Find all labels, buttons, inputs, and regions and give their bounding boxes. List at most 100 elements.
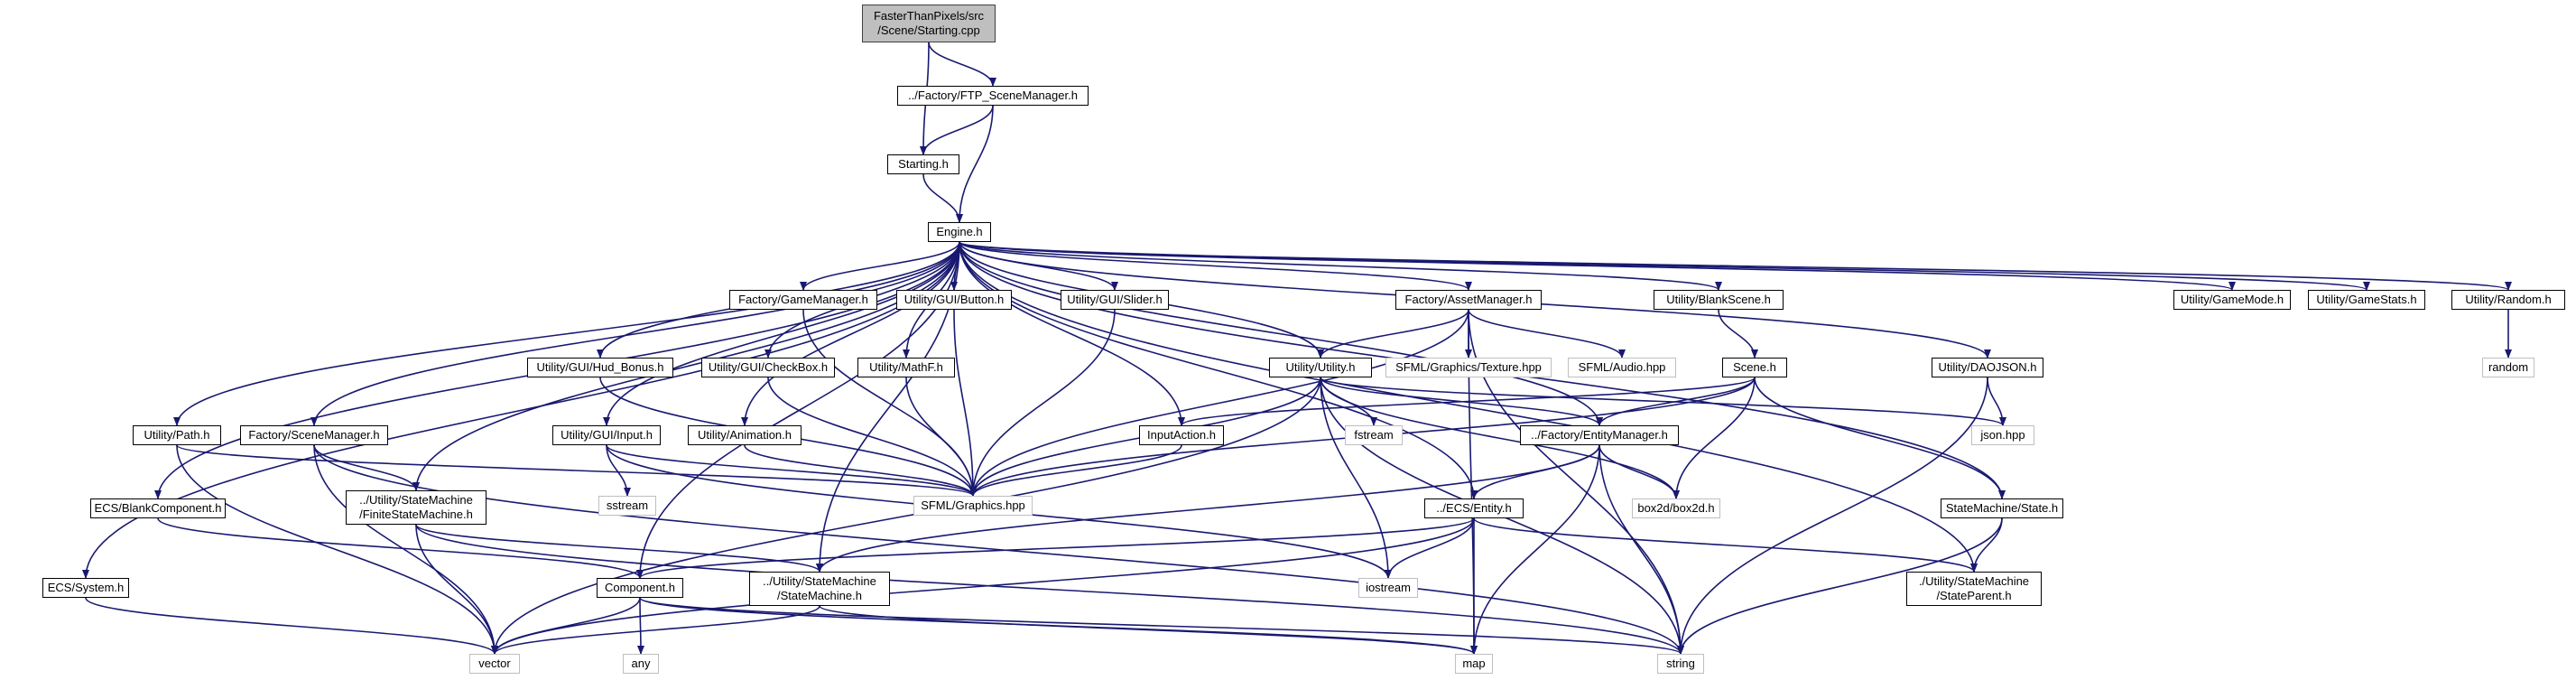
node-system-h[interactable]: ECS/System.h [42,578,129,598]
node-label-line: ../Utility/StateMachine [763,574,876,588]
edge-root-to-ftp-scene-manager [928,42,996,87]
node-label-line: Utility/Path.h [144,428,210,442]
node-label-line: iostream [1366,581,1411,594]
node-label-line: Utility/GameStats.h [2316,293,2417,306]
node-vector[interactable]: vector [469,654,520,674]
node-blank-component[interactable]: ECS/BlankComponent.h [90,498,226,518]
node-label-line: FasterThanPixels/src [873,9,985,23]
edge-engine-h-to-animation-h [741,241,960,426]
node-ecs-entity[interactable]: ../ECS/Entity.h [1424,498,1524,518]
node-label-line: Utility/Utility.h [1285,360,1356,374]
node-box2d[interactable]: box2d/box2d.h [1632,498,1720,518]
node-animation-h[interactable]: Utility/Animation.h [688,425,802,445]
node-label-line: ECS/BlankComponent.h [94,501,222,515]
node-starting-h[interactable]: Starting.h [887,154,959,174]
node-label-line: Utility/BlankScene.h [1666,293,1771,306]
node-label-line: Utility/GUI/Input.h [561,428,653,442]
edge-entity-manager-to-string [1598,444,1684,655]
node-label-line: ../Factory/EntityManager.h [1531,428,1668,442]
node-path-h[interactable]: Utility/Path.h [133,425,221,445]
node-state-h[interactable]: StateMachine/State.h [1941,498,2063,518]
edge-engine-h-to-gui-input [603,241,960,426]
node-label-line: fstream [1354,428,1394,442]
node-mathf[interactable]: Utility/MathF.h [857,358,955,377]
edge-daojson-to-json-hpp [1987,377,2006,426]
node-sfml-graphics[interactable]: SFML/Graphics.hpp [913,496,1033,516]
node-state-machine[interactable]: ../Utility/StateMachine /StateMachine.h [749,572,890,606]
edge-entity-manager-to-box2d [1598,444,1680,499]
edge-finite-state-machine-to-state-machine [415,524,823,573]
node-component-h[interactable]: Component.h [597,578,683,598]
node-game-mode[interactable]: Utility/GameMode.h [2173,290,2291,310]
node-random-h[interactable]: Utility/Random.h [2451,290,2565,310]
node-any[interactable]: any [623,654,659,674]
edge-engine-h-to-entity-manager [959,241,1603,426]
node-gui-input[interactable]: Utility/GUI/Input.h [552,425,661,445]
node-map[interactable]: map [1455,654,1493,674]
node-utility-h[interactable]: Utility/Utility.h [1269,358,1372,377]
node-starting-cpp[interactable]: FasterThanPixels/src /Scene/Starting.cpp [862,5,996,42]
node-label-line: Factory/SceneManager.h [248,428,380,442]
edge-finite-state-machine-to-vector [415,524,498,655]
node-scene-h[interactable]: Scene.h [1722,358,1787,377]
node-input-action[interactable]: InputAction.h [1139,425,1224,445]
node-fstream[interactable]: fstream [1345,425,1403,445]
node-daojson[interactable]: Utility/DAOJSON.h [1932,358,2043,377]
node-label-line: random [2488,360,2529,374]
node-factory-game-manager[interactable]: Factory/GameManager.h [729,290,877,310]
edge-engine-h-to-random-h [959,241,2512,291]
node-random-lib[interactable]: random [2482,358,2534,377]
node-sfml-texture[interactable]: SFML/Graphics/Texture.hpp [1385,358,1552,377]
edge-utility-h-to-vector [491,377,1321,655]
node-label-line: Component.h [604,581,676,594]
edge-engine-h-to-input-action [959,241,1185,426]
node-iostream[interactable]: iostream [1358,578,1418,598]
node-state-parent[interactable]: ./Utility/StateMachine /StateParent.h [1906,572,2042,606]
node-sfml-audio[interactable]: SFML/Audio.hpp [1568,358,1676,377]
node-gui-button[interactable]: Utility/GUI/Button.h [896,290,1012,310]
node-label-line: Scene.h [1733,360,1776,374]
node-gui-slider[interactable]: Utility/GUI/Slider.h [1061,290,1169,310]
node-blank-scene[interactable]: Utility/BlankScene.h [1654,290,1784,310]
node-label-line: Starting.h [898,157,949,171]
node-engine-h[interactable]: Engine.h [928,222,991,242]
edge-scene-h-to-entity-manager [1596,377,1756,426]
node-game-stats[interactable]: Utility/GameStats.h [2308,290,2425,310]
edge-engine-h-to-game-stats [959,241,2370,291]
node-sstream[interactable]: sstream [598,496,656,516]
node-label-line: ../Factory/FTP_SceneManager.h [908,88,1078,102]
node-label-line: SFML/Graphics.hpp [921,498,1025,512]
node-label-line: Factory/GameManager.h [738,293,868,306]
edge-ecs-entity-to-iostream [1385,517,1475,579]
node-factory-asset-manager[interactable]: Factory/AssetManager.h [1395,290,1542,310]
edge-input-action-to-sfml-graphics [969,444,1182,497]
edge-engine-h-to-factory-game-manager [800,241,960,291]
edge-scene-h-to-state-h [1754,377,2006,499]
node-gui-checkbox[interactable]: Utility/GUI/CheckBox.h [701,358,835,377]
edge-scene-h-to-input-action [1178,377,1756,426]
edge-scene-h-to-box2d [1673,377,1756,499]
node-entity-manager[interactable]: ../Factory/EntityManager.h [1520,425,1679,445]
edge-state-h-to-string [1677,517,2003,655]
node-label-line: SFML/Audio.hpp [1578,360,1666,374]
node-factory-scene-manager[interactable]: Factory/SceneManager.h [240,425,388,445]
edge-factory-asset-manager-to-utility-h [1317,309,1469,359]
node-label-line: box2d/box2d.h [1637,501,1715,515]
edge-blank-scene-to-scene-h [1718,309,1758,359]
node-finite-state-machine[interactable]: ../Utility/StateMachine /FiniteStateMach… [346,490,486,525]
node-label-line: Utility/Random.h [2465,293,2552,306]
edge-factory-scene-manager-to-vector [313,444,498,655]
node-hud-bonus[interactable]: Utility/GUI/Hud_Bonus.h [527,358,673,377]
edge-system-h-to-vector [85,597,498,655]
edge-engine-h-to-path-h [173,241,960,426]
edge-engine-h-to-ecs-entity [959,241,1478,499]
node-label-line: Utility/GUI/Button.h [903,293,1005,306]
edge-factory-game-manager-to-sfml-graphics [802,309,977,497]
edge-engine-h-to-blank-scene [959,241,1722,291]
node-string[interactable]: string [1657,654,1704,674]
edge-engine-h-to-factory-asset-manager [959,241,1472,291]
node-json-hpp[interactable]: json.hpp [1971,425,2034,445]
node-ftp-scene-manager[interactable]: ../Factory/FTP_SceneManager.h [897,86,1089,106]
node-label-line: sstream [606,498,649,512]
